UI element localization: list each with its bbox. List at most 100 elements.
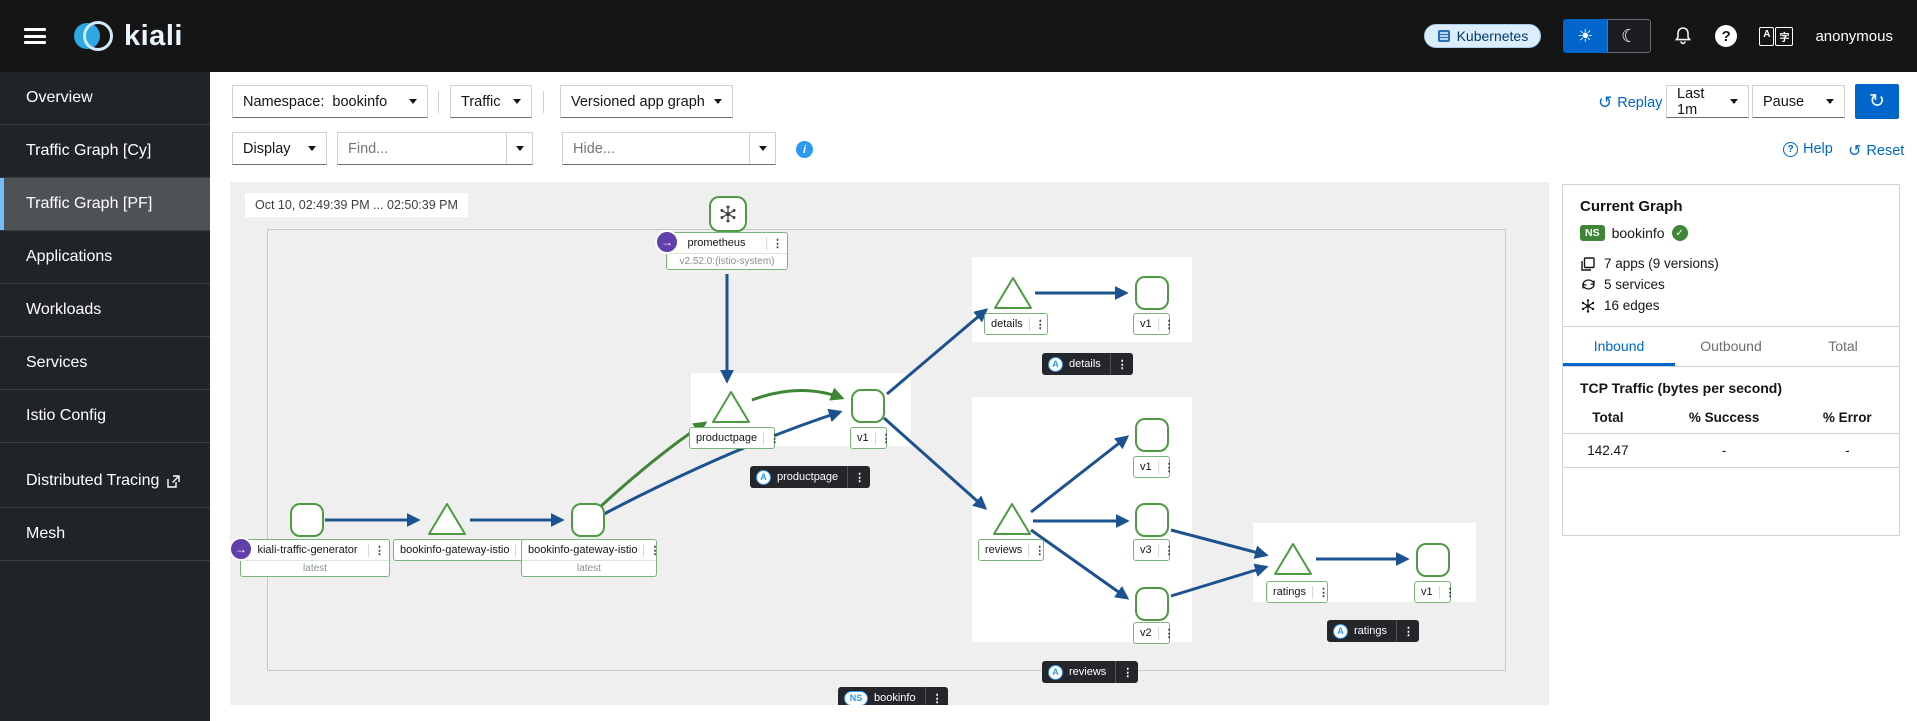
- productpage-v1-node[interactable]: [851, 389, 885, 423]
- kebab-icon[interactable]: ⋮: [1396, 620, 1419, 642]
- reviews-service-node[interactable]: [991, 500, 1033, 538]
- details-service-node[interactable]: [992, 274, 1034, 312]
- prometheus-node-label[interactable]: → prometheus⋮ v2.52.0:(istio-system): [655, 230, 788, 270]
- kebab-icon[interactable]: ⋮: [766, 236, 787, 250]
- reset-link[interactable]: ↺ Reset: [1848, 141, 1904, 161]
- kebab-icon[interactable]: ⋮: [643, 543, 664, 557]
- kebab-icon[interactable]: ⋮: [1028, 317, 1050, 331]
- ratings-service-node[interactable]: [1272, 540, 1314, 578]
- kebab-icon[interactable]: ⋮: [1157, 460, 1179, 474]
- kebab-icon[interactable]: ⋮: [1109, 353, 1133, 375]
- sidebar-item-distributed-tracing[interactable]: Distributed Tracing: [0, 455, 210, 508]
- hide-input[interactable]: [573, 140, 741, 157]
- interval-dropdown[interactable]: Last 1m: [1666, 85, 1749, 118]
- tab-outbound[interactable]: Outbound: [1700, 338, 1762, 354]
- gateway-workload-label[interactable]: bookinfo-gateway-istio⋮ latest: [521, 539, 660, 577]
- sidebar-item-applications[interactable]: Applications: [0, 231, 210, 284]
- edge-productpage-reviews[interactable]: [883, 416, 988, 510]
- kebab-icon[interactable]: ⋮: [874, 431, 896, 445]
- edge-reviews-v1[interactable]: [1030, 435, 1130, 514]
- reviews-v1-label[interactable]: v1⋮: [1133, 456, 1175, 478]
- display-dropdown[interactable]: Display: [232, 132, 327, 165]
- kebab-icon[interactable]: ⋮: [1157, 543, 1179, 557]
- kebab-icon[interactable]: ⋮: [763, 431, 784, 445]
- kebab-icon[interactable]: ⋮: [368, 543, 389, 557]
- reviews-v2-node[interactable]: [1135, 587, 1169, 621]
- find-options-button[interactable]: [506, 133, 532, 164]
- traffic-dropdown[interactable]: Traffic: [450, 85, 532, 118]
- kebab-icon[interactable]: ⋮: [1115, 661, 1138, 683]
- edge-v3-ratings[interactable]: [1170, 528, 1269, 559]
- gateway-workload-node[interactable]: [571, 503, 605, 537]
- ratings-v1-node[interactable]: [1416, 543, 1450, 577]
- edge-productpage-details[interactable]: [886, 308, 989, 396]
- productpage-service-node[interactable]: [710, 388, 752, 426]
- kebab-icon[interactable]: ⋮: [1157, 626, 1179, 640]
- edge-gateway-productpage-v1[interactable]: [603, 408, 843, 516]
- notifications-button[interactable]: [1673, 26, 1693, 46]
- productpage-service-label[interactable]: productpage⋮: [689, 427, 780, 449]
- details-app-badge[interactable]: A details ⋮: [1042, 353, 1133, 375]
- refresh-mode-dropdown[interactable]: Pause: [1752, 85, 1845, 118]
- details-service-label[interactable]: details⋮: [984, 313, 1048, 335]
- kebab-icon[interactable]: ⋮: [847, 466, 870, 488]
- replay-button[interactable]: ↺ Replay: [1598, 93, 1662, 113]
- menu-toggle-icon[interactable]: [24, 28, 46, 44]
- reviews-v3-node[interactable]: [1135, 503, 1169, 537]
- sidebar-item-overview[interactable]: Overview: [0, 72, 210, 125]
- kebab-icon[interactable]: ⋮: [1157, 317, 1179, 331]
- kebab-icon[interactable]: ⋮: [924, 687, 948, 705]
- edge-reviews-v2[interactable]: [1030, 528, 1130, 600]
- ratings-app-badge[interactable]: A ratings ⋮: [1327, 620, 1420, 642]
- kiali-brand[interactable]: kiali: [72, 18, 183, 54]
- sidebar-item-services[interactable]: Services: [0, 337, 210, 390]
- namespace-dropdown[interactable]: Namespace: bookinfo: [232, 85, 428, 118]
- kebab-icon[interactable]: ⋮: [1028, 543, 1049, 557]
- gateway-service-label[interactable]: bookinfo-gateway-istio⋮: [393, 539, 532, 561]
- reviews-app-badge[interactable]: A reviews ⋮: [1042, 661, 1139, 683]
- refresh-button[interactable]: ↻: [1855, 84, 1899, 119]
- traffic-graph-canvas[interactable]: → prometheus⋮ v2.52.0:(istio-system) → k…: [230, 182, 1549, 705]
- help-menu-button[interactable]: ?: [1715, 25, 1738, 47]
- reviews-service-label[interactable]: reviews⋮: [978, 539, 1045, 561]
- reviews-v1-node[interactable]: [1135, 418, 1169, 452]
- help-link[interactable]: ? Help: [1783, 141, 1833, 157]
- language-button[interactable]: A 字: [1759, 26, 1794, 46]
- namespace-label: Namespace:: [243, 93, 325, 110]
- ktg-workload-node[interactable]: [290, 503, 324, 537]
- info-icon[interactable]: i: [796, 141, 813, 158]
- ratings-service-label[interactable]: ratings⋮: [1266, 581, 1329, 603]
- reviews-v2-label[interactable]: v2⋮: [1133, 622, 1175, 644]
- ktg-node-label[interactable]: → kiali-traffic-generator⋮ latest: [230, 537, 390, 577]
- user-menu[interactable]: anonymous: [1815, 27, 1893, 45]
- sidebar-item-mesh[interactable]: Mesh: [0, 508, 210, 561]
- reviews-v3-label[interactable]: v3⋮: [1133, 539, 1175, 561]
- sidebar-item-label: Traffic Graph [PF]: [26, 195, 153, 212]
- sidebar-item-workloads[interactable]: Workloads: [0, 284, 210, 337]
- sidebar-item-traffic-graph-pf[interactable]: Traffic Graph [PF]: [0, 178, 210, 231]
- tab-inbound[interactable]: Inbound: [1563, 327, 1675, 366]
- edge-productpage-v1-green[interactable]: [751, 387, 845, 402]
- hide-options-button[interactable]: [749, 133, 775, 164]
- details-v1-node[interactable]: [1135, 276, 1169, 310]
- graph-type-dropdown[interactable]: Versioned app graph: [560, 85, 733, 118]
- prometheus-node[interactable]: [709, 196, 747, 232]
- kebab-icon[interactable]: ⋮: [1312, 585, 1333, 599]
- tab-total[interactable]: Total: [1828, 338, 1858, 354]
- kebab-icon[interactable]: ⋮: [1438, 585, 1460, 599]
- app-badge-icon: A: [756, 469, 771, 485]
- edge-v2-ratings[interactable]: [1170, 563, 1269, 598]
- light-theme-button[interactable]: ☀: [1563, 19, 1608, 53]
- details-v1-label[interactable]: v1⋮: [1133, 313, 1175, 335]
- productpage-app-badge[interactable]: A productpage ⋮: [750, 466, 871, 488]
- cluster-badge[interactable]: Kubernetes: [1423, 24, 1542, 48]
- productpage-v1-label[interactable]: v1⋮: [850, 427, 892, 449]
- namespace-badge[interactable]: NS bookinfo ⋮: [838, 687, 948, 705]
- panel-namespace[interactable]: bookinfo: [1611, 225, 1665, 241]
- find-input[interactable]: [348, 140, 498, 157]
- sidebar-item-istio-config[interactable]: Istio Config: [0, 390, 210, 443]
- dark-theme-button[interactable]: ☾: [1607, 19, 1652, 53]
- gateway-service-node[interactable]: [426, 500, 468, 538]
- ratings-v1-label[interactable]: v1⋮: [1414, 581, 1456, 603]
- sidebar-item-traffic-graph-cy[interactable]: Traffic Graph [Cy]: [0, 125, 210, 178]
